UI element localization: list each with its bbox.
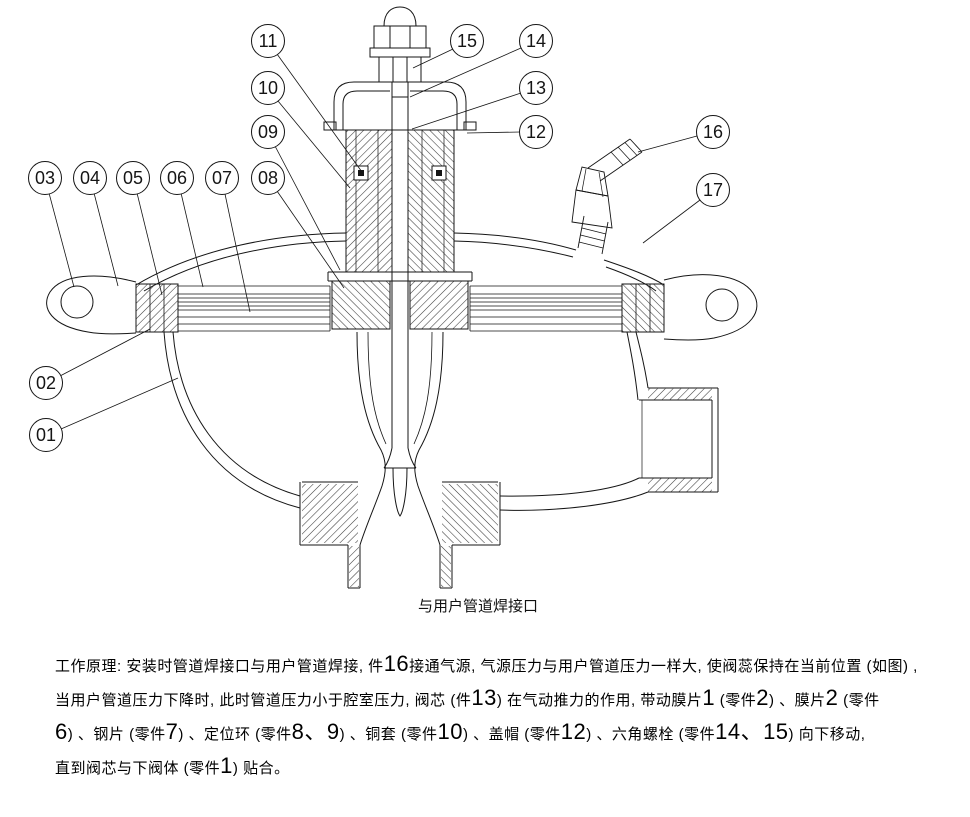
balloon-07: 07 [205,161,239,195]
description-line: 6) 、钢片 (零件7) 、定位环 (零件8、9) 、铜套 (零件10) 、盖帽… [55,718,955,752]
bottom-weld-pipe [299,481,501,589]
balloon-13: 13 [519,71,553,105]
balloon-17: 17 [696,173,730,207]
top-bolt-assembly [369,6,431,83]
part-number-text: 7 [165,719,179,744]
description-segment: ) 向下移动, [788,726,866,743]
guide-bushing [327,129,473,330]
description-segment: 当用户管道压力下降时, 此时管道压力小于腔室压力, 阀芯 (件 [55,692,472,709]
svg-text:07: 07 [212,168,232,188]
svg-text:16: 16 [703,122,723,142]
description-line: 直到阀芯与下阀体 (零件1) 贴合。 [55,752,955,786]
leader-lines [48,47,701,430]
description-segment: ) 、定位环 (零件 [178,726,292,743]
svg-text:01: 01 [36,425,56,445]
svg-text:05: 05 [123,168,143,188]
balloon-10: 10 [251,71,285,105]
bonnet-cap [323,81,477,131]
balloon-14: 14 [519,24,553,58]
description-segment: 直到阀芯与下阀体 (零件 [55,760,221,777]
working-principle-text: 工作原理: 安装时管道焊接口与用户管道焊接, 件16接通气源, 气源压力与用户管… [55,650,955,786]
description-segment: (零件 [838,692,880,709]
description-segment: (零件 [715,692,757,709]
balloon-04: 04 [73,161,107,195]
part-number-text: 10 [437,719,463,744]
part-number-text: 6 [55,719,68,744]
svg-text:04: 04 [80,168,100,188]
description-segment: ) 在气动推力的作用, 带动膜片 [496,692,703,709]
part-number-text: 8、9 [291,719,340,744]
svg-text:17: 17 [703,180,723,200]
upper-body-dome [135,232,665,292]
svg-text:02: 02 [36,373,56,393]
balloon-15: 15 [450,24,484,58]
svg-text:13: 13 [526,78,546,98]
description-segment: ) 、膜片 [769,692,826,709]
valve-seat-venturi [356,331,444,546]
side-outlet-pipe [639,387,719,493]
svg-text:10: 10 [258,78,278,98]
balloon-08: 08 [251,161,285,195]
part-number-text: 1 [220,753,233,778]
mounting-lugs [46,274,758,341]
part-number-text: 12 [560,719,587,744]
description-segment: ) 贴合。 [232,760,290,777]
svg-text:09: 09 [258,122,278,142]
svg-text:11: 11 [259,31,278,51]
description-segment: ) 、六角螺栓 (零件 [586,726,716,743]
balloon-12: 12 [519,115,553,149]
part-number-text: 2 [825,685,839,710]
balloon-01: 01 [29,418,63,452]
part-number-text: 14、15 [715,719,789,744]
svg-text:03: 03 [35,168,55,188]
lower-body-bowl [163,331,649,511]
description-segment: ) 、钢片 (零件 [67,726,166,743]
description-segment: 工作原理: 安装时管道焊接口与用户管道焊接, 件 [55,658,384,675]
part-number-text: 1 [702,685,716,710]
svg-text:08: 08 [258,168,278,188]
balloon-05: 05 [116,161,150,195]
balloon-11: 11 [251,24,285,58]
description-segment: 接通气源, 气源压力与用户管道压力一样大, 使阀蕊保持在当前位置 (如图) , [409,658,918,675]
part-number-text: 16 [383,651,410,676]
air-inlet-fitting [571,138,643,255]
weld-caption: 与用户管道焊接口 [418,598,538,615]
balloon-09: 09 [251,115,285,149]
description-segment: ) 、盖帽 (零件 [462,726,561,743]
valve-cross-section-drawing: 01 02 03 04 05 06 07 08 09 10 11 12 13 1… [28,6,758,615]
part-number-text: 13 [471,685,497,710]
svg-text:15: 15 [457,31,477,51]
balloon-02: 02 [29,366,63,400]
balloon-16: 16 [696,115,730,149]
svg-text:06: 06 [167,168,187,188]
svg-text:14: 14 [526,31,546,51]
balloon-03: 03 [28,161,62,195]
left-lug-hole [60,285,94,319]
balloon-06: 06 [160,161,194,195]
diaphragm-stack [135,283,665,333]
description-segment: ) 、铜套 (零件 [339,726,438,743]
right-lug-hole [705,288,739,322]
part-balloons: 01 02 03 04 05 06 07 08 09 10 11 12 13 1… [28,24,730,452]
valve-geometry [46,6,758,589]
description-line: 当用户管道压力下降时, 此时管道压力小于腔室压力, 阀芯 (件13) 在气动推力… [55,684,955,718]
description-line: 工作原理: 安装时管道焊接口与用户管道焊接, 件16接通气源, 气源压力与用户管… [55,650,955,684]
part-number-text: 2 [756,685,769,710]
svg-text:12: 12 [526,122,546,142]
